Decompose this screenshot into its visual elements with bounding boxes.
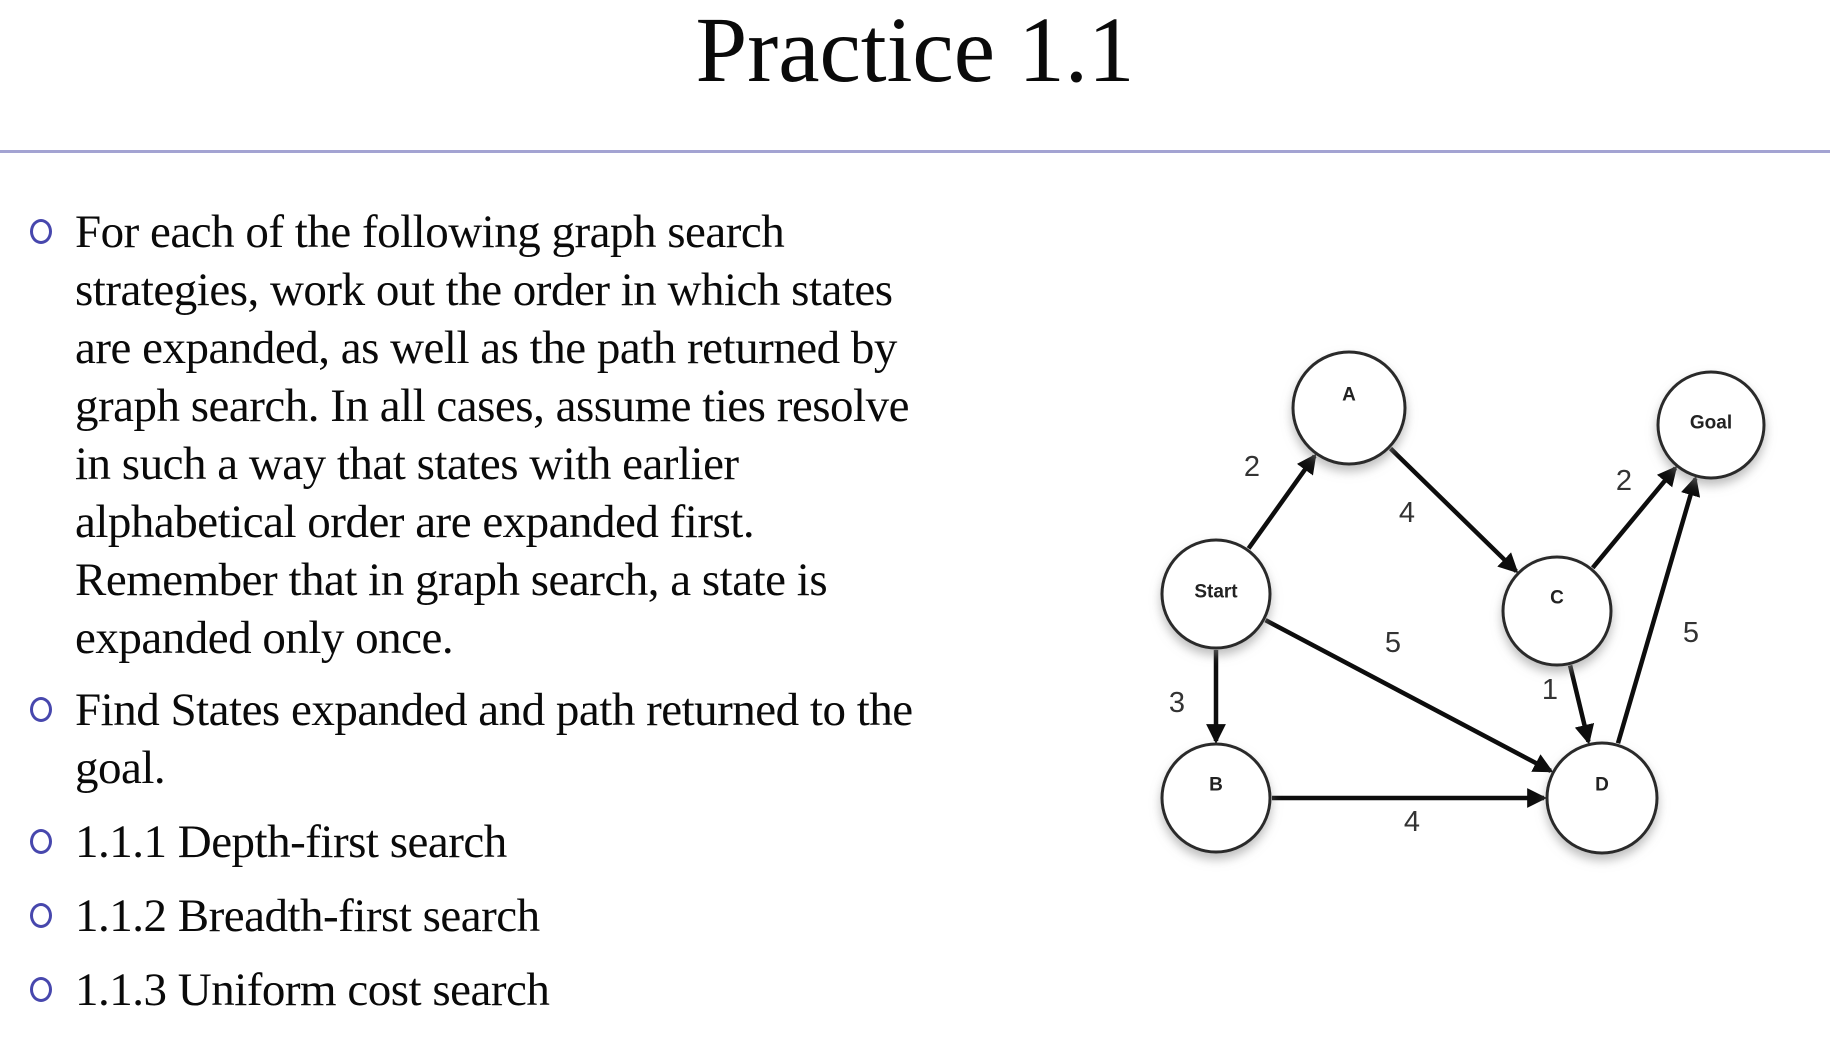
- graph-edge-D-Goal: [1615, 475, 1701, 744]
- graph-node-label-C: C: [1550, 588, 1564, 609]
- bullet-line: are expanded, as well as the path return…: [75, 322, 897, 374]
- graph-edge-C-Goal: [1590, 465, 1678, 570]
- graph-edge-Start-A: [1246, 453, 1317, 550]
- graph-node-B: [1160, 742, 1272, 854]
- bullet-line: For each of the following graph search: [75, 206, 785, 258]
- graph-node-label-A: A: [1342, 385, 1356, 406]
- graph-edge-weights: 2 3 5 4 4 1 2 5: [1169, 451, 1699, 838]
- graph-node-label-B: B: [1209, 775, 1223, 796]
- bullet-line: Find States expanded and path returned t…: [75, 684, 913, 736]
- bullet-line: 1.1.3 Uniform cost search: [75, 964, 550, 1016]
- graph-node-label-D: D: [1595, 775, 1609, 796]
- edge-weight-label-Start-B: 3: [1169, 687, 1185, 719]
- edge-weight-label-C-D: 1: [1542, 674, 1558, 706]
- bullet-line: expanded only once.: [75, 612, 454, 664]
- edge-weight-label-Start-D: 5: [1385, 627, 1401, 659]
- list-item: Find States expanded and path returned t…: [28, 681, 1103, 797]
- bullet-line: 1.1.1 Depth-first search: [75, 816, 507, 868]
- bullet-icon: [30, 977, 52, 1002]
- bullet-line: goal.: [75, 742, 166, 794]
- bullet-line: graph search. In all cases, assume ties …: [75, 380, 909, 432]
- page-title: Practice 1.1: [695, 0, 1135, 102]
- graph-edge-Start-D: [1264, 618, 1554, 773]
- graph-edge-C-D: [1567, 664, 1595, 745]
- graph-node-C: [1501, 555, 1613, 667]
- bullet-line: 1.1.2 Breadth-first search: [75, 890, 540, 942]
- edge-weight-label-A-C: 4: [1399, 497, 1415, 529]
- graph-node-label-Start: Start: [1194, 582, 1238, 603]
- graph-nodes: Start A B C D Goal: [1160, 350, 1766, 855]
- bullet-icon: [30, 903, 52, 928]
- bullet-icon: [30, 697, 52, 722]
- list-item: 1.1.1 Depth-first search: [28, 813, 1103, 871]
- list-item: For each of the following graph search st…: [28, 203, 1103, 667]
- bullet-line: strategies, work out the order in which …: [75, 264, 893, 316]
- graph-node-Start: [1160, 538, 1272, 650]
- graph-edges: [1206, 446, 1701, 808]
- bullet-icon: [30, 219, 52, 244]
- title-divider: [0, 150, 1830, 153]
- list-item: 1.1.2 Breadth-first search: [28, 887, 1103, 945]
- bullet-line: in such a way that states with earlier: [75, 438, 739, 490]
- graph-node-label-Goal: Goal: [1690, 413, 1732, 434]
- edge-weight-label-D-Goal: 5: [1683, 617, 1699, 649]
- bullet-list: For each of the following graph search st…: [28, 203, 1103, 1019]
- bullet-icon: [30, 829, 52, 854]
- edge-weight-label-C-Goal: 2: [1616, 465, 1632, 497]
- graph-node-D: [1545, 741, 1659, 855]
- graph-node-Goal: [1656, 370, 1766, 480]
- bullet-line: Remember that in graph search, a state i…: [75, 554, 828, 606]
- bullet-line: alphabetical order are expanded first.: [75, 496, 755, 548]
- list-item: 1.1.3 Uniform cost search: [28, 961, 1103, 1019]
- edge-weight-label-Start-A: 2: [1244, 451, 1260, 483]
- graph-edge-A-C: [1388, 446, 1519, 574]
- graph-node-A: [1291, 350, 1407, 466]
- edge-weight-label-B-D: 4: [1404, 806, 1420, 838]
